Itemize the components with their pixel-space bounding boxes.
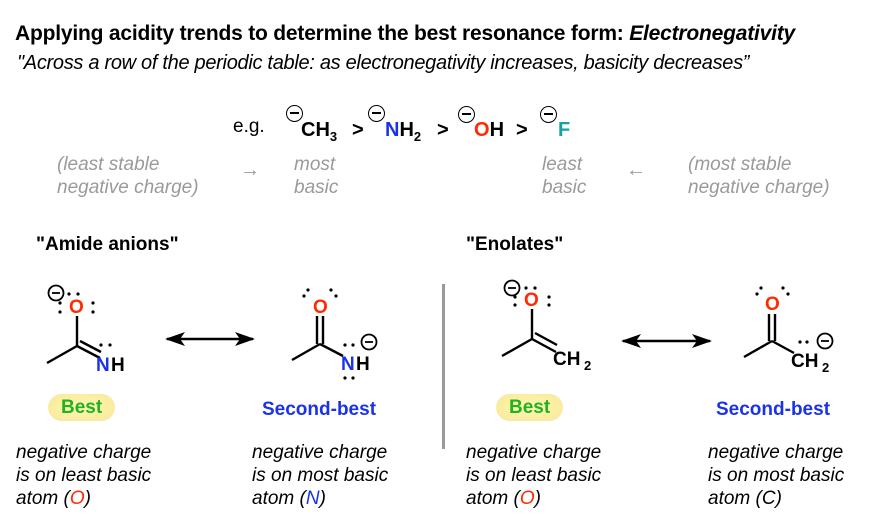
greater-than-2: >	[437, 119, 449, 141]
svg-text:2: 2	[822, 360, 829, 375]
trend-species-oh	[458, 106, 475, 128]
oxygen-atom: O	[765, 294, 780, 315]
methylene-group: CH	[791, 351, 818, 372]
oxygen-atom: O	[313, 297, 328, 318]
enolate-second-best-label: Second-best	[716, 399, 831, 420]
left-arrow-icon: ←	[626, 159, 646, 181]
title-emphasis: Electronegativity	[629, 22, 796, 45]
negative-charge-icon	[47, 284, 65, 302]
title-main: Applying acidity trends to determine the…	[15, 22, 630, 45]
nitrogen-atom: N	[96, 355, 110, 376]
negative-charge-icon	[368, 105, 385, 122]
amide-structure-second: O N H	[291, 288, 378, 380]
amide-structure-best: O N H	[46, 284, 125, 376]
svg-text:H: H	[356, 354, 370, 375]
enolate-second-description: negative charge is on most basic atom (C…	[708, 442, 845, 509]
oh-formula: OH	[474, 119, 505, 141]
methylene-group: CH	[553, 349, 580, 370]
negative-charge-icon	[286, 105, 303, 122]
amide-best-badge: Best	[48, 394, 116, 421]
oxygen-atom: O	[524, 290, 539, 311]
greater-than-3: >	[516, 119, 528, 141]
trend-species-nh2	[368, 105, 385, 127]
amide-anions-heading: "Amide anions"	[36, 234, 179, 255]
trend-species-ch3	[286, 105, 303, 127]
negative-charge-icon	[503, 279, 521, 297]
nitrogen-atom: N	[341, 354, 355, 375]
section-divider	[442, 284, 445, 449]
negative-charge-icon	[360, 333, 378, 351]
nh2-formula: NH2	[385, 119, 422, 144]
page-title: Applying acidity trends to determine the…	[15, 22, 795, 46]
svg-text:2: 2	[584, 358, 591, 373]
negative-charge-icon	[540, 106, 557, 123]
negative-charge-icon	[816, 332, 834, 350]
eg-label: e.g.	[233, 116, 265, 137]
amide-best-description: negative charge is on least basic atom (…	[16, 442, 152, 509]
amide-second-best-label: Second-best	[262, 399, 377, 420]
right-arrow-icon: →	[240, 159, 260, 181]
ch3-formula: CH3	[301, 119, 338, 144]
enolates-heading: "Enolates"	[466, 234, 564, 255]
subtitle-quote: "Across a row of the periodic table: as …	[17, 52, 750, 74]
enolate-best-badge: Best	[496, 394, 564, 421]
negative-charge-icon	[458, 106, 475, 123]
amide-second-description: negative charge is on most basic atom (N…	[252, 442, 389, 509]
oxygen-atom: O	[69, 297, 84, 318]
f-formula: F	[558, 119, 571, 141]
enolate-structure-second: O CH 2	[743, 286, 834, 375]
svg-text:H: H	[111, 355, 125, 376]
enolate-best-description: negative charge is on least basic atom (…	[466, 442, 602, 509]
trend-species-f	[540, 106, 557, 128]
enolate-structure-best: O CH 2	[501, 279, 591, 373]
greater-than-1: >	[352, 119, 364, 141]
